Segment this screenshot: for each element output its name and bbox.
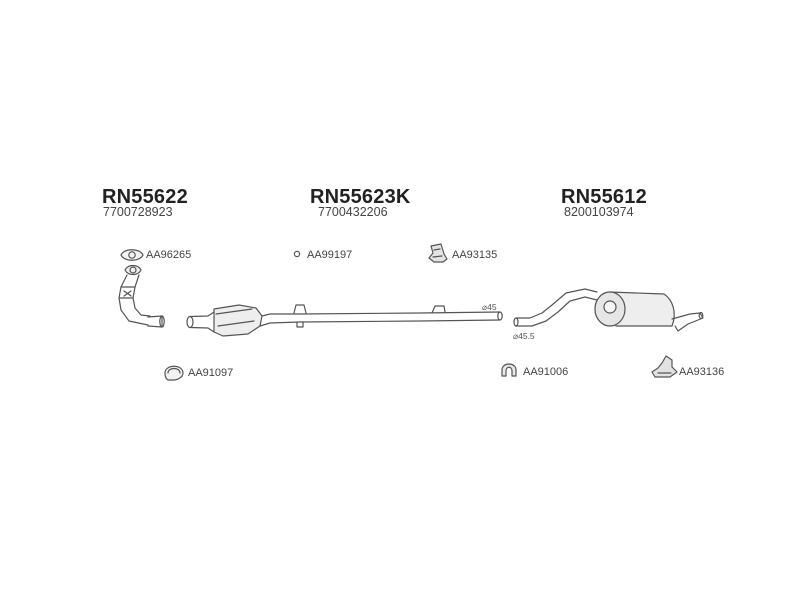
diameter-label-outlet: ⌀45 xyxy=(482,302,497,312)
assembly-code-rear-silencer: RN55612 xyxy=(561,186,647,208)
oem-number-rear-silencer: 8200103974 xyxy=(564,205,634,219)
part-ref-gasket: AA96265 xyxy=(146,249,192,261)
ring-icon xyxy=(293,250,301,258)
oem-number-middle-section: 7700432206 xyxy=(318,205,388,219)
middle-section-drawing xyxy=(186,304,503,337)
assembly-code-middle-section: RN55623K xyxy=(310,186,411,208)
clamp-icon xyxy=(164,365,184,381)
rear-silencer-drawing xyxy=(513,288,704,332)
bracket-icon xyxy=(428,243,448,263)
diameter-label-inlet: ⌀45.5 xyxy=(513,331,535,341)
part-ref-bracket-front: AA93135 xyxy=(452,249,498,261)
oem-number-front-pipe: 7700728923 xyxy=(103,205,173,219)
bracket-icon xyxy=(651,355,678,378)
part-ref-clamp-front: AA91097 xyxy=(188,367,234,379)
clamp-icon xyxy=(501,363,517,377)
part-ref-bracket-rear: AA93136 xyxy=(679,366,725,378)
gasket-icon xyxy=(120,249,144,261)
front-pipe-drawing xyxy=(118,264,165,328)
part-ref-clamp-rear: AA91006 xyxy=(523,366,569,378)
assembly-code-front-pipe: RN55622 xyxy=(102,186,188,208)
part-ref-ring: AA99197 xyxy=(307,249,353,261)
